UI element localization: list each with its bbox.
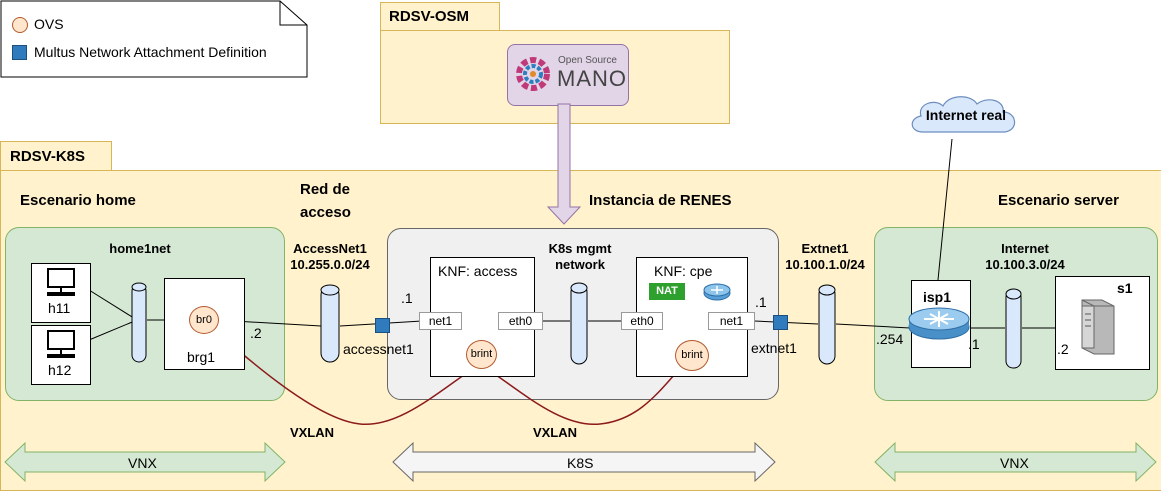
mgmt-label-line2: network [555, 257, 605, 272]
internet-name: Internet [1001, 241, 1049, 256]
home1net-bridge [131, 280, 147, 366]
accessnet1-name: AccessNet1 [293, 241, 367, 256]
internet-subnet: 10.100.3.0/24 [985, 257, 1065, 272]
k8s-title-tab [0, 141, 112, 173]
host-h11-label: h11 [48, 300, 71, 316]
mano-logo-bottom: MANO [557, 66, 627, 91]
legend-ovs-label: OVS [34, 16, 64, 32]
legend-ovs-icon [12, 17, 28, 33]
knf-cpe-net1[interactable]: net1 [708, 312, 755, 330]
k8s-title: RDSV-K8S [10, 148, 86, 165]
k8s-arrow-label: K8S [567, 455, 594, 471]
cpe-ip: .1 [755, 294, 767, 310]
vnx-left-label: VNX [128, 455, 157, 471]
mano-logo-top: Open Source [558, 55, 617, 66]
isp1-ip-ext: .254 [876, 331, 904, 347]
internet-bridge [1005, 286, 1022, 372]
br0-ovs[interactable]: br0 [189, 306, 219, 334]
legend-nad-icon [12, 45, 27, 60]
brg1-ip: .2 [250, 325, 262, 341]
knf-access-net1[interactable]: net1 [419, 312, 462, 330]
knf-cpe-title: KNF: cpe [654, 263, 713, 279]
internet-cloud [905, 92, 1025, 140]
server-icon [1072, 296, 1116, 358]
mgmt-label-line1: K8s mgmt [548, 241, 612, 256]
accessnet1-subnet: 10.255.0.0/24 [290, 257, 370, 272]
k8s-mgmt-bridge [570, 280, 588, 368]
s1-label: s1 [1117, 280, 1133, 296]
osm-title: RDSV-OSM [389, 8, 470, 25]
isp1-ip-int: .1 [968, 336, 980, 352]
s1-ip: .2 [1057, 341, 1069, 357]
extnet1-nad [773, 315, 788, 330]
knf-cpe-brint[interactable]: brint [675, 340, 709, 371]
accessnet1-attachment: accessnet1 [343, 341, 414, 357]
internet-cloud-label: Internet real [925, 107, 1007, 123]
nat-badge: NAT [649, 283, 685, 300]
extnet1-name: Extnet1 [801, 241, 849, 256]
knf-access-brint[interactable]: brint [466, 340, 497, 369]
server-title: Escenario server [998, 192, 1119, 209]
home-title: Escenario home [20, 192, 136, 209]
extnet1-subnet: 10.100.1.0/24 [785, 257, 865, 272]
knf-access-eth0[interactable]: eth0 [498, 312, 543, 330]
access-title-line2: acceso [300, 204, 351, 221]
mano-logo-box [507, 44, 629, 106]
knf-cpe-eth0[interactable]: eth0 [621, 312, 663, 330]
router-icon [703, 281, 731, 301]
extnet1-attachment: extnet1 [751, 340, 797, 356]
legend [0, 0, 308, 78]
extnet1-bridge [818, 282, 836, 368]
isp1-label: isp1 [923, 289, 952, 305]
accessnet1-nad [375, 318, 390, 333]
home1net-label: home1net [109, 241, 171, 256]
access-title-line1: Red de [300, 181, 351, 198]
router-icon [908, 305, 970, 341]
vxlan-left-label: VXLAN [289, 425, 335, 440]
mano-logo-icon [516, 57, 550, 91]
access-ip: .1 [401, 290, 413, 306]
vnx-right-label: VNX [1000, 455, 1029, 471]
vxlan-right-label: VXLAN [532, 425, 578, 440]
computer-icon [45, 268, 77, 298]
accessnet1-bridge [320, 282, 340, 366]
brg1-label: brg1 [187, 349, 216, 365]
legend-nad-label: Multus Network Attachment Definition [34, 44, 267, 60]
renes-title: Instancia de RENES [589, 192, 732, 209]
host-h12-label: h12 [48, 362, 72, 378]
computer-icon [45, 330, 77, 360]
knf-access-title: KNF: access [438, 263, 518, 279]
